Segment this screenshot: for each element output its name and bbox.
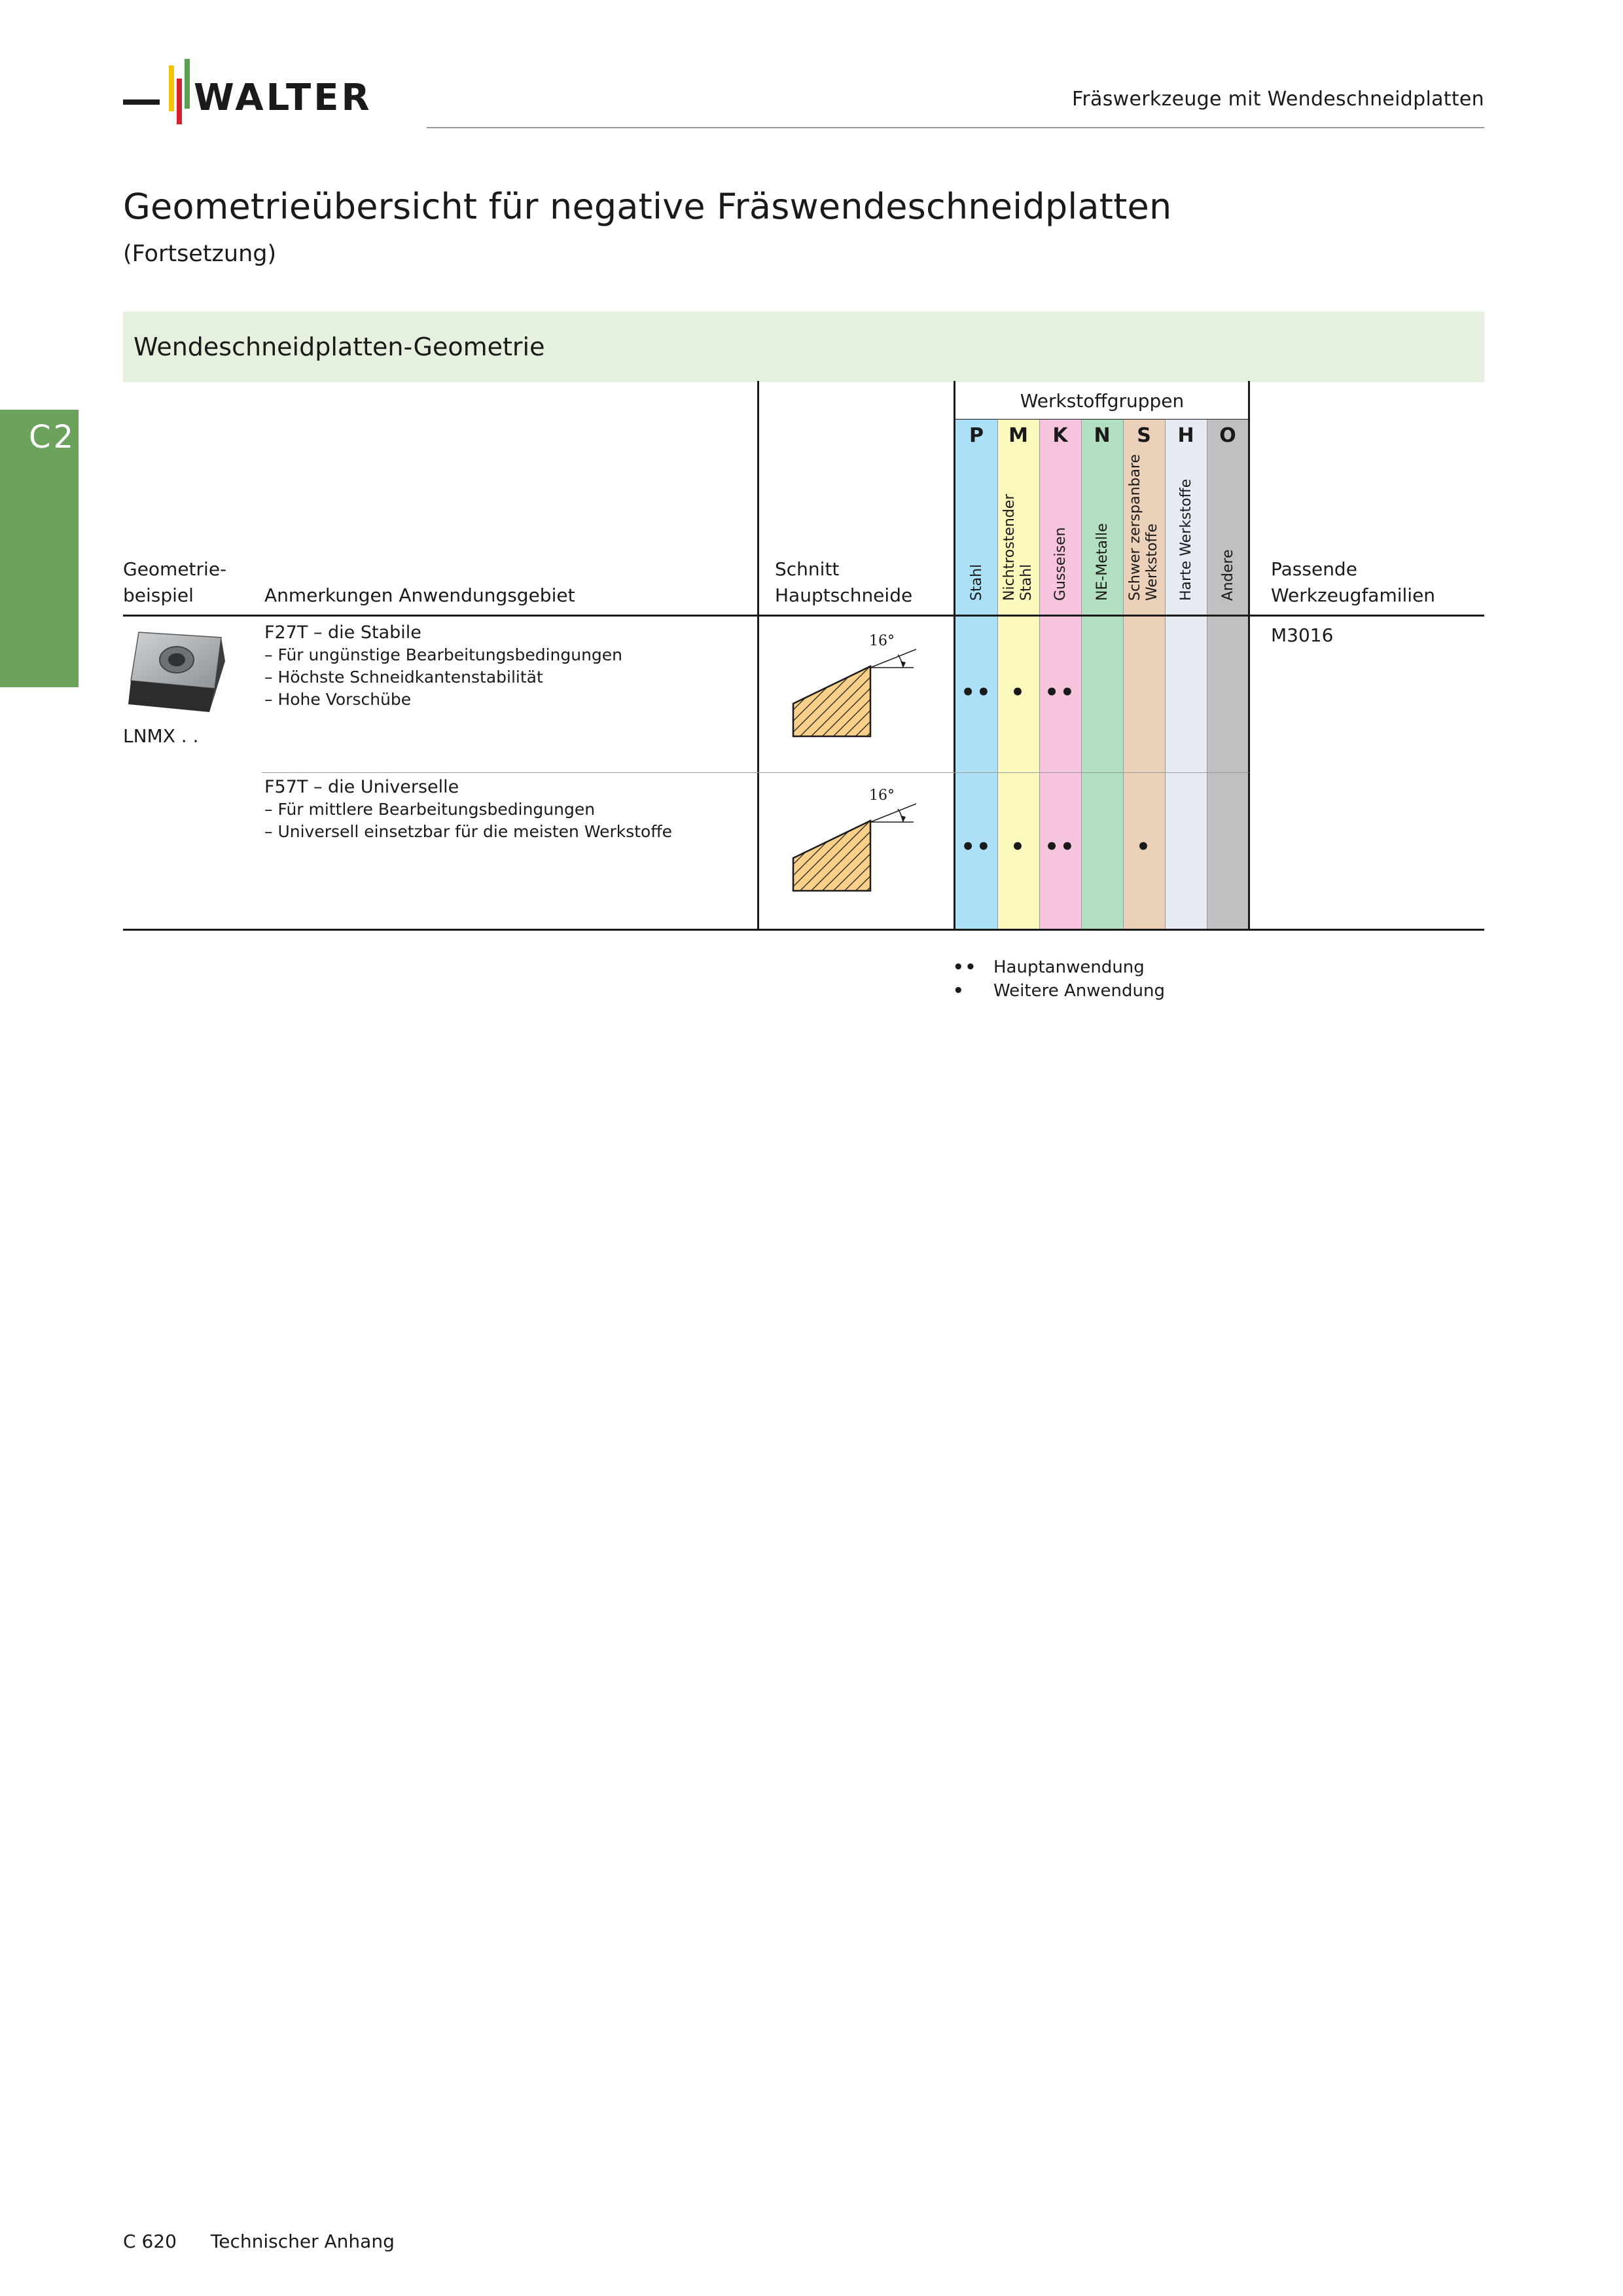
group-label-line: NE-Metalle [1094,523,1111,601]
group-letter-k: K [1052,424,1068,447]
footer: C 620 Technischer Anhang [123,2231,395,2252]
insert-type-label: LNMX . . [123,725,199,747]
group-letter-n: N [1094,424,1111,447]
header-geometry: Geometrie- beispiel [123,556,226,609]
chapter-tab-label: C2 [29,419,77,456]
rating-k: •• [1044,834,1076,860]
footer-chapter: Technischer Anhang [210,2231,395,2252]
row-note: – Für mittlere Bearbeitungsbedingungen [264,800,596,819]
rating-p: •• [961,679,992,706]
page-number: C 620 [123,2231,177,2252]
table-border-vertical [954,381,955,931]
column-bg-s [1123,419,1165,929]
column-bg-p [955,419,997,929]
column-bg-k [1039,419,1081,929]
row-note: – Höchste Schneidkantenstabilität [264,668,543,687]
angle-label: 16° [869,633,895,649]
table-row: F27T – die Stabile – Für ungünstige Bear… [264,622,622,711]
row-note: – Für ungünstige Bearbeitungsbedingungen [264,645,623,664]
header-rule [427,127,1484,128]
group-label-line: Schwer zerspanbare [1127,454,1143,601]
material-groups-header: Werkstoffgruppen [1020,390,1185,412]
table-row-divider [262,772,1249,773]
legend-symbol: •• [953,958,978,977]
group-label-p: Stahl [969,564,986,601]
header-cut-line: Schnitt [775,558,840,580]
column-divider [1081,419,1082,929]
group-label-line: Andere [1220,549,1236,601]
column-divider [1123,419,1124,929]
tool-family: M3016 [1271,624,1334,646]
rating-s: • [1136,834,1152,860]
table-border-vertical [1248,381,1250,931]
legend: •• Hauptanwendung • Weitere Anwendung [953,956,1165,1003]
column-bg-m [997,419,1039,929]
group-letter-o: O [1219,424,1236,447]
rating-k: •• [1044,679,1076,706]
table-bottom-rule [123,929,1484,931]
logo-wordmark: WALTER [194,77,372,119]
page-subtitle: (Fortsetzung) [123,241,277,267]
group-label-k: Gusseisen [1052,527,1069,601]
section-bar [123,312,1484,382]
walter-logo: WALTER [123,59,372,124]
header-tools-line: Werkzeugfamilien [1271,584,1436,606]
chapter-tab [0,410,79,687]
column-divider [997,419,998,929]
insert-photo [128,632,225,712]
column-bg-h [1165,419,1207,929]
column-divider [1039,419,1040,929]
legend-label: Hauptanwendung [993,958,1145,977]
table-row: F57T – die Universelle – Für mittlere Be… [264,776,672,843]
group-letter-h: H [1177,424,1194,447]
header-cut-line: Hauptschneide [775,584,913,606]
group-label-line: Stahl [969,564,985,601]
header-geometry-line: beispiel [123,584,194,606]
angle-label: 16° [869,787,895,804]
group-label-line: Nichtrostender [1001,493,1018,601]
row-note: – Universell einsetzbar für die meisten … [264,822,672,841]
rating-m: • [1010,834,1026,860]
header-geometry-line: Geometrie- [123,558,227,580]
group-label-line: Gusseisen [1052,527,1069,601]
column-bg-n [1081,419,1123,929]
cut-diagram: 16° [792,633,917,738]
group-label-line: Werkstoffe [1144,523,1160,601]
group-label-line: Stahl [1018,564,1035,601]
header-tools-line: Passende [1271,558,1357,580]
legend-item: •• Hauptanwendung [953,956,1165,979]
group-label-o: Andere [1220,549,1237,601]
page-title: Geometrieübersicht für negative Fräswend… [123,186,1172,227]
cut-diagram: 16° [792,787,917,892]
group-letter-m: M [1008,424,1028,447]
column-bg-o [1207,419,1249,929]
table-header-rule [123,615,1484,617]
row-title: F27T – die Stabile [264,622,421,643]
row-note: – Hohe Vorschübe [264,690,412,709]
group-label-n: NE-Metalle [1094,523,1111,601]
legend-symbol: • [953,981,965,1001]
legend-label: Weitere Anwendung [993,981,1165,1001]
header-title: Fräswerkzeuge mit Wendeschneidplatten [1072,88,1484,111]
column-divider [1165,419,1166,929]
legend-item: • Weitere Anwendung [953,979,1165,1003]
group-letter-p: P [969,424,984,447]
material-group-rule [955,419,1249,420]
row-title: F57T – die Universelle [264,777,459,797]
header-notes: Anmerkungen Anwendungsgebiet [264,584,575,606]
table-border-vertical [757,381,759,931]
rating-m: • [1010,679,1026,706]
header-cut: Schnitt Hauptschneide [775,556,912,609]
group-letter-s: S [1137,424,1151,447]
group-label-h: Harte Werkstoffe [1178,479,1195,601]
group-label-line: Harte Werkstoffe [1178,478,1194,601]
rating-p: •• [961,834,992,860]
section-title: Wendeschneidplatten-Geometrie [134,332,545,361]
header-tools: Passende Werkzeugfamilien [1271,556,1435,609]
